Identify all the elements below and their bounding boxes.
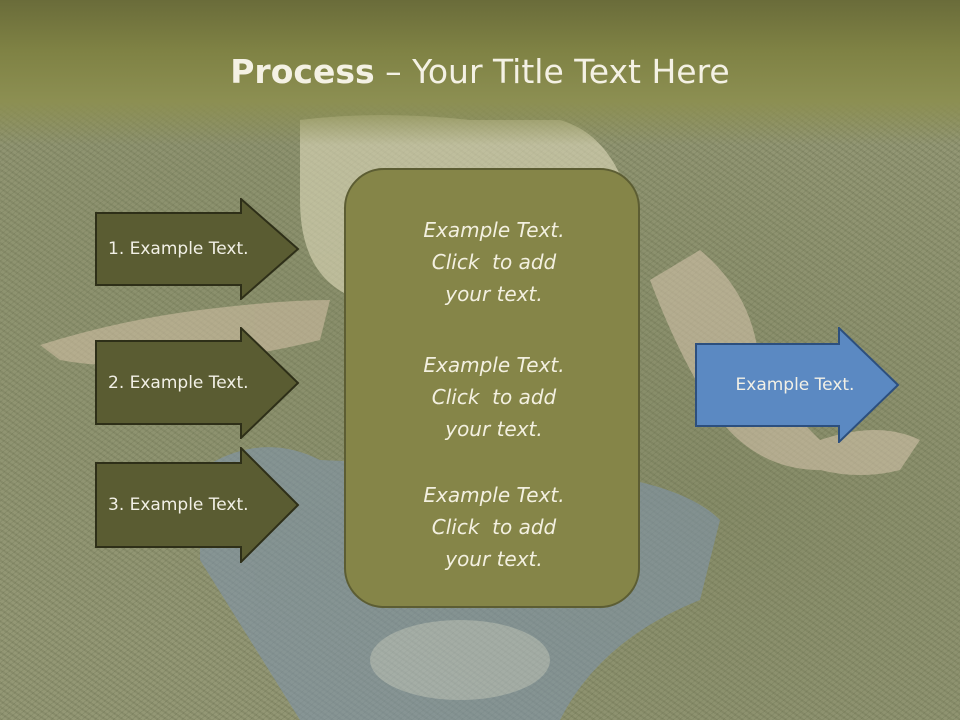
center-block-2: Example Text. Click to add your text. [346, 349, 642, 445]
step-label-2: 2. Example Text. [108, 373, 249, 393]
center-block-3-line3: your text. [445, 547, 543, 571]
center-block-3: Example Text. Click to add your text. [346, 479, 642, 575]
center-block-3-line1: Example Text. [423, 483, 565, 507]
center-block-1: Example Text. Click to add your text. [346, 214, 642, 310]
center-block-1-line2: Click to add [431, 250, 557, 274]
step-label-1: 1. Example Text. [108, 239, 249, 259]
center-text-box[interactable]: Example Text. Click to add your text. Ex… [344, 168, 640, 608]
center-block-1-line1: Example Text. [423, 218, 565, 242]
center-block-1-line3: your text. [445, 282, 543, 306]
title-bar [0, 0, 960, 145]
slide-title: Process – Your Title Text Here [0, 52, 960, 91]
step-arrow-3[interactable]: 3. Example Text. [95, 447, 300, 563]
center-block-2-line3: your text. [445, 417, 543, 441]
result-label: Example Text. [735, 375, 855, 395]
center-block-3-line2: Click to add [431, 515, 557, 539]
center-block-2-line1: Example Text. [423, 353, 565, 377]
step-arrow-1[interactable]: 1. Example Text. [95, 198, 300, 300]
title-rest: – Your Title Text Here [374, 52, 730, 91]
title-bold: Process [230, 52, 375, 91]
result-arrow[interactable]: Example Text. [695, 327, 900, 443]
step-label-3: 3. Example Text. [108, 495, 249, 515]
center-block-2-line2: Click to add [431, 385, 557, 409]
step-arrow-2[interactable]: 2. Example Text. [95, 327, 300, 439]
